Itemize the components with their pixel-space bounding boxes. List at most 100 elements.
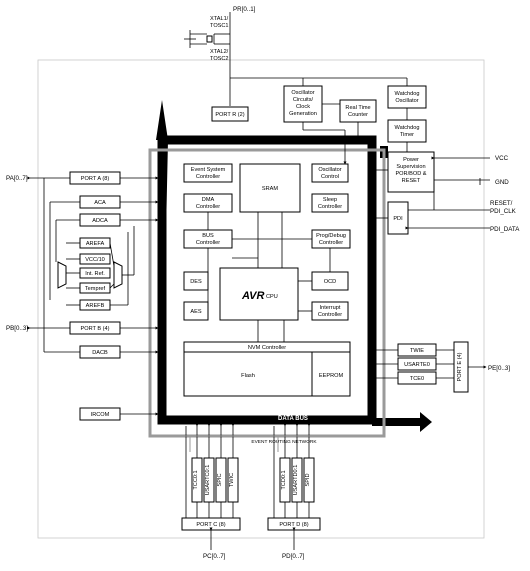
pc-bus-label: PC[0..7] — [203, 553, 226, 560]
prog-debug-block: Prog/Debug Controller — [311, 229, 351, 249]
svg-text:PORT R (2): PORT R (2) — [215, 112, 244, 118]
svg-text:Watchdog: Watchdog — [395, 91, 420, 97]
svg-text:CPU: CPU — [266, 294, 278, 300]
svg-text:Oscillator: Oscillator — [318, 167, 341, 173]
clock-connections — [230, 77, 408, 165]
nvm-block: NVM Controller Flash EEPROM — [183, 341, 351, 397]
usarte0-block: USARTE0 — [397, 357, 437, 371]
vcc-label: VCC — [495, 155, 509, 162]
svg-text:Controller: Controller — [196, 174, 220, 180]
svg-text:USARTD0:1: USARTD0:1 — [293, 465, 299, 496]
port-e-connections — [373, 348, 487, 380]
svg-text:Int. Ref.: Int. Ref. — [85, 271, 105, 277]
watchdog-timer-block: Watchdog Timer — [387, 119, 427, 143]
rtc-block: Real Time Counter — [339, 99, 377, 123]
svg-text:NVM Controller: NVM Controller — [248, 345, 286, 351]
svg-text:PORT D (8): PORT D (8) — [279, 522, 308, 528]
event-routing-label: EVENT ROUTING NETWORK — [251, 439, 317, 445]
svg-text:AREFA: AREFA — [86, 241, 105, 247]
port-b-block: PORT B (4) — [69, 321, 121, 335]
svg-text:TOSC2: TOSC2 — [210, 56, 229, 62]
svg-text:Oscillator: Oscillator — [291, 90, 314, 96]
pdi-lines — [376, 192, 490, 230]
svg-text:Flash: Flash — [241, 373, 255, 379]
svg-text:Controller: Controller — [318, 312, 342, 318]
svg-text:ACA: ACA — [94, 200, 106, 206]
svg-text:PORT B (4): PORT B (4) — [80, 326, 109, 332]
svg-text:PORT E (4): PORT E (4) — [457, 352, 463, 381]
aca-block: ACA — [79, 195, 121, 209]
svg-text:Timer: Timer — [400, 132, 414, 138]
svg-text:Tempref: Tempref — [85, 286, 106, 292]
svg-text:ADCA: ADCA — [92, 218, 108, 224]
svg-text:TCC0:1: TCC0:1 — [193, 470, 199, 489]
svg-text:SPID: SPID — [305, 473, 311, 486]
svg-text:USARTE0: USARTE0 — [404, 362, 430, 368]
gnd-label: GND — [495, 179, 509, 186]
crystal-group: PR[0..1] XTAL1/ TOSC1 XTAL2/ TOSC2 — [184, 6, 256, 106]
twie-block: TWIE — [397, 343, 437, 357]
port-c-peripherals: TCC0:1 USARTC0:1 SPIC TWIC — [191, 457, 239, 503]
svg-text:Watchdog: Watchdog — [395, 125, 420, 131]
svg-text:Event System: Event System — [191, 167, 226, 173]
svg-text:Controller: Controller — [196, 240, 220, 246]
svg-text:Controller: Controller — [318, 204, 342, 210]
svg-text:TWIC: TWIC — [229, 473, 235, 487]
arefb-block: AREFB — [79, 299, 111, 311]
pb-bus-label: PB[0..3] — [6, 325, 28, 332]
mux-left-icon — [57, 261, 67, 289]
data-bus-bottom-label: DATA BUS — [278, 416, 308, 422]
svg-text:Interrupt: Interrupt — [320, 305, 341, 311]
pr-bus-label: PR[0..1] — [233, 6, 256, 13]
svg-text:Oscillator: Oscillator — [395, 98, 418, 104]
svg-text:POR/BOD &: POR/BOD & — [395, 171, 426, 177]
svg-text:Circuits/: Circuits/ — [293, 97, 314, 103]
vcc10-block: VCC/10 — [79, 253, 111, 265]
port-d-peripherals: TCD0:1 USARTD0:1 SPID — [279, 457, 315, 503]
data-bus-frame — [156, 100, 432, 432]
power-pins — [376, 156, 490, 185]
svg-text:AREFB: AREFB — [86, 303, 105, 309]
svg-text:TCD0:1: TCD0:1 — [281, 470, 287, 489]
svg-text:VCC/10: VCC/10 — [85, 257, 105, 263]
svg-text:RESET: RESET — [402, 178, 421, 184]
port-r-block: PORT R (2) — [211, 106, 249, 122]
sleep-block: Sleep Controller — [311, 193, 349, 213]
svg-text:Controller: Controller — [196, 204, 220, 210]
svg-text:TWIE: TWIE — [410, 348, 424, 354]
svg-text:PORT A (8): PORT A (8) — [81, 176, 110, 182]
pdi-block: PDI — [387, 201, 409, 235]
port-a-block: PORT A (8) — [69, 171, 121, 185]
svg-text:USARTC0:1: USARTC0:1 — [205, 465, 211, 496]
mux-right-icon — [113, 261, 123, 289]
data-bus-top-label: DATA BUS — [251, 139, 281, 145]
dma-block: DMA Controller — [183, 193, 233, 213]
svg-text:PDI_CLK: PDI_CLK — [490, 208, 517, 215]
port-d-block: PORT D (8) — [267, 517, 321, 531]
pa-bus-label: PA[0..7] — [6, 175, 28, 182]
osc-circuits-block: Oscillator Circuits/ Clock Generation — [283, 85, 323, 123]
interrupt-block: Interrupt Controller — [311, 301, 349, 321]
svg-text:TCE0: TCE0 — [410, 376, 424, 382]
event-system-block: Event System Controller — [183, 163, 233, 183]
watchdog-osc-block: Watchdog Oscillator — [387, 85, 427, 109]
svg-text:Control: Control — [321, 174, 339, 180]
device-outline — [37, 59, 485, 539]
svg-text:XTAL1/: XTAL1/ — [210, 16, 229, 22]
svg-text:TOSC1: TOSC1 — [210, 23, 229, 29]
bottom-connections — [185, 423, 311, 550]
aes-block: AES — [183, 301, 209, 321]
svg-text:Prog/Debug: Prog/Debug — [316, 233, 346, 239]
sram-block: SRAM — [239, 163, 301, 213]
svg-text:Power: Power — [403, 157, 419, 163]
ircom-block: IRCOM — [79, 407, 121, 421]
dacb-block: DACB — [79, 345, 121, 359]
intref-block: Int. Ref. — [79, 267, 111, 279]
svg-text:Counter: Counter — [348, 112, 368, 118]
pd-bus-label: PD[0..7] — [282, 553, 305, 560]
svg-text:EEPROM: EEPROM — [319, 373, 344, 379]
des-block: DES — [183, 271, 209, 291]
svg-text:PDI_DATA: PDI_DATA — [490, 226, 520, 233]
svg-text:PORT C (8): PORT C (8) — [196, 522, 225, 528]
power-supervision-block: Power Supervision POR/BOD & RESET — [387, 151, 435, 193]
